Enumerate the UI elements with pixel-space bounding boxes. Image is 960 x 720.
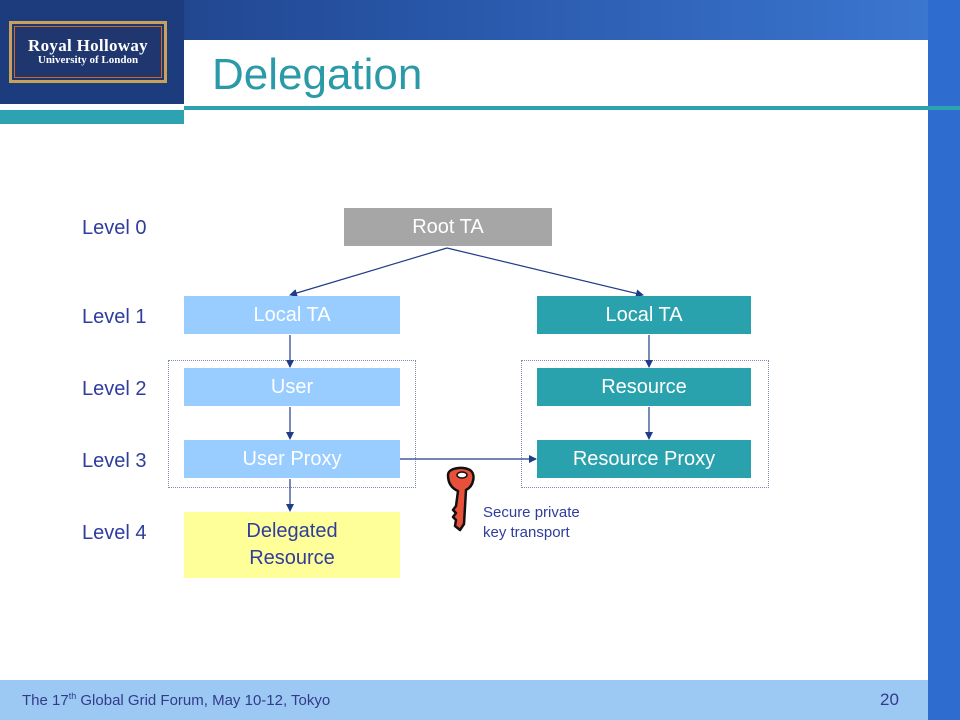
footer-text: The 17th Global Grid Forum, May 10-12, T…	[22, 691, 330, 709]
slide-title: Delegation	[212, 50, 423, 99]
page-number: 20	[880, 690, 899, 709]
root-ta-box: Root TA	[344, 208, 552, 246]
right-accent-bar	[928, 0, 960, 720]
user-box: User	[184, 368, 400, 406]
resource-box: Resource	[537, 368, 751, 406]
arrow-root-to-left-local-ta	[289, 247, 448, 297]
level-0-label: Level 0	[82, 217, 147, 239]
user-proxy-box: User Proxy	[184, 440, 400, 478]
level-2-label: Level 2	[82, 378, 147, 400]
right-local-ta-box: Local TA	[537, 296, 751, 334]
delegated-resource-box: Delegated Resource	[184, 512, 400, 578]
footer-text-suffix: Global Grid Forum, May 10-12, Tokyo	[76, 692, 331, 709]
university-logo: Royal Holloway University of London	[9, 21, 167, 83]
arrow-root-to-right-local-ta	[446, 247, 644, 298]
logo-line-2: University of London	[37, 54, 139, 67]
logo-line-1: Royal Holloway	[28, 36, 148, 56]
level-4-label: Level 4	[82, 522, 147, 544]
title-underline-left	[0, 110, 184, 124]
resource-proxy-box: Resource Proxy	[537, 440, 751, 478]
key-icon	[446, 466, 475, 532]
footer-text-prefix: The 17	[22, 692, 69, 709]
level-1-label: Level 1	[82, 306, 147, 328]
key-transport-caption: Secure private key transport	[483, 504, 580, 541]
footer-text-ordinal: th	[68, 691, 77, 701]
left-local-ta-box: Local TA	[184, 296, 400, 334]
footer-bar	[0, 680, 928, 720]
logo-panel: Royal Holloway University of London	[0, 0, 184, 104]
level-3-label: Level 3	[82, 450, 147, 472]
title-underline	[184, 106, 960, 110]
